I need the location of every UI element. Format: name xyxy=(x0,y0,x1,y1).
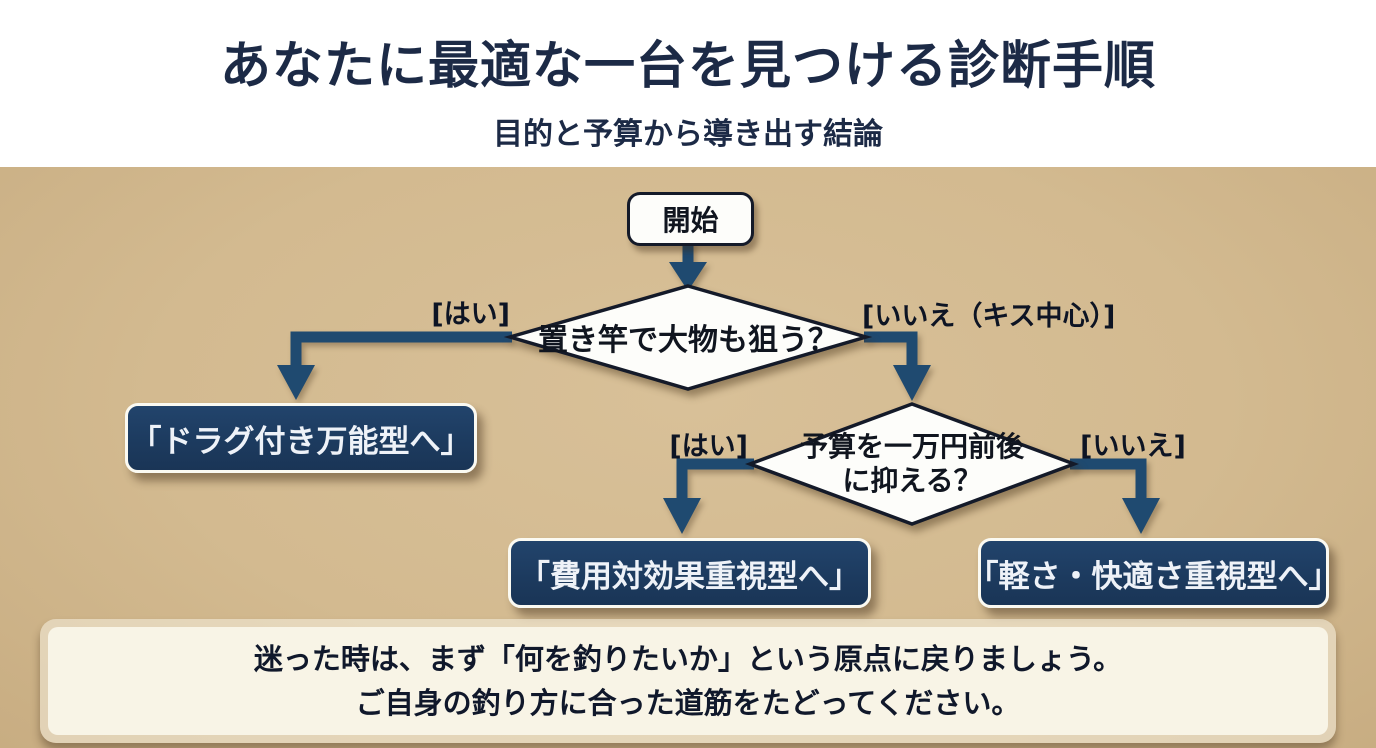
result-light-comfort: 「軽さ・快適さ重視型へ」 xyxy=(968,538,1340,608)
decision1-no-label: [いいえ（キス中心）] xyxy=(862,301,1116,332)
footer-note-line1: 迷った時は、まず「何を釣りたいか」という原点に戻りましょう。 xyxy=(253,642,1123,676)
start-node: 開始 xyxy=(627,192,754,246)
result-cost-effective-label: 「費用対効果重視型へ」 xyxy=(519,558,860,595)
decision1-yes-label: [はい] xyxy=(431,299,510,330)
result-light-comfort-label: 「軽さ・快適さ重視型へ」 xyxy=(967,558,1340,595)
decision1-question: 置き竿で大物も狙う？ xyxy=(538,323,838,358)
footer-note-box: 迷った時は、まず「何を釣りたいか」という原点に戻りましょう。 ご自身の釣り方に合… xyxy=(40,619,1336,743)
result-cost-effective: 「費用対効果重視型へ」 xyxy=(508,538,871,608)
result-drag-allround: 「ドラグ付き万能型へ」 xyxy=(125,403,477,473)
footer-note-line2: ご自身の釣り方に合った道筋をたどってください。 xyxy=(355,686,1021,720)
decision2-yes-label: [はい] xyxy=(669,431,748,462)
header: あなたに最適な一台を見つける診断手順 目的と予算から導き出す結論 xyxy=(0,0,1376,167)
page-title: あなたに最適な一台を見つける診断手順 xyxy=(219,37,1156,96)
page-subtitle: 目的と予算から導き出す結論 xyxy=(493,117,883,152)
decision2-no-label: [いいえ] xyxy=(1080,431,1186,462)
decision2-question: 予算を一万円前後 に抑える？ xyxy=(799,430,1024,497)
result-drag-allround-label: 「ドラグ付き万能型へ」 xyxy=(130,423,472,460)
footer-note-content: 迷った時は、まず「何を釣りたいか」という原点に戻りましょう。 ご自身の釣り方に合… xyxy=(48,627,1328,735)
start-node-label: 開始 xyxy=(662,204,719,237)
